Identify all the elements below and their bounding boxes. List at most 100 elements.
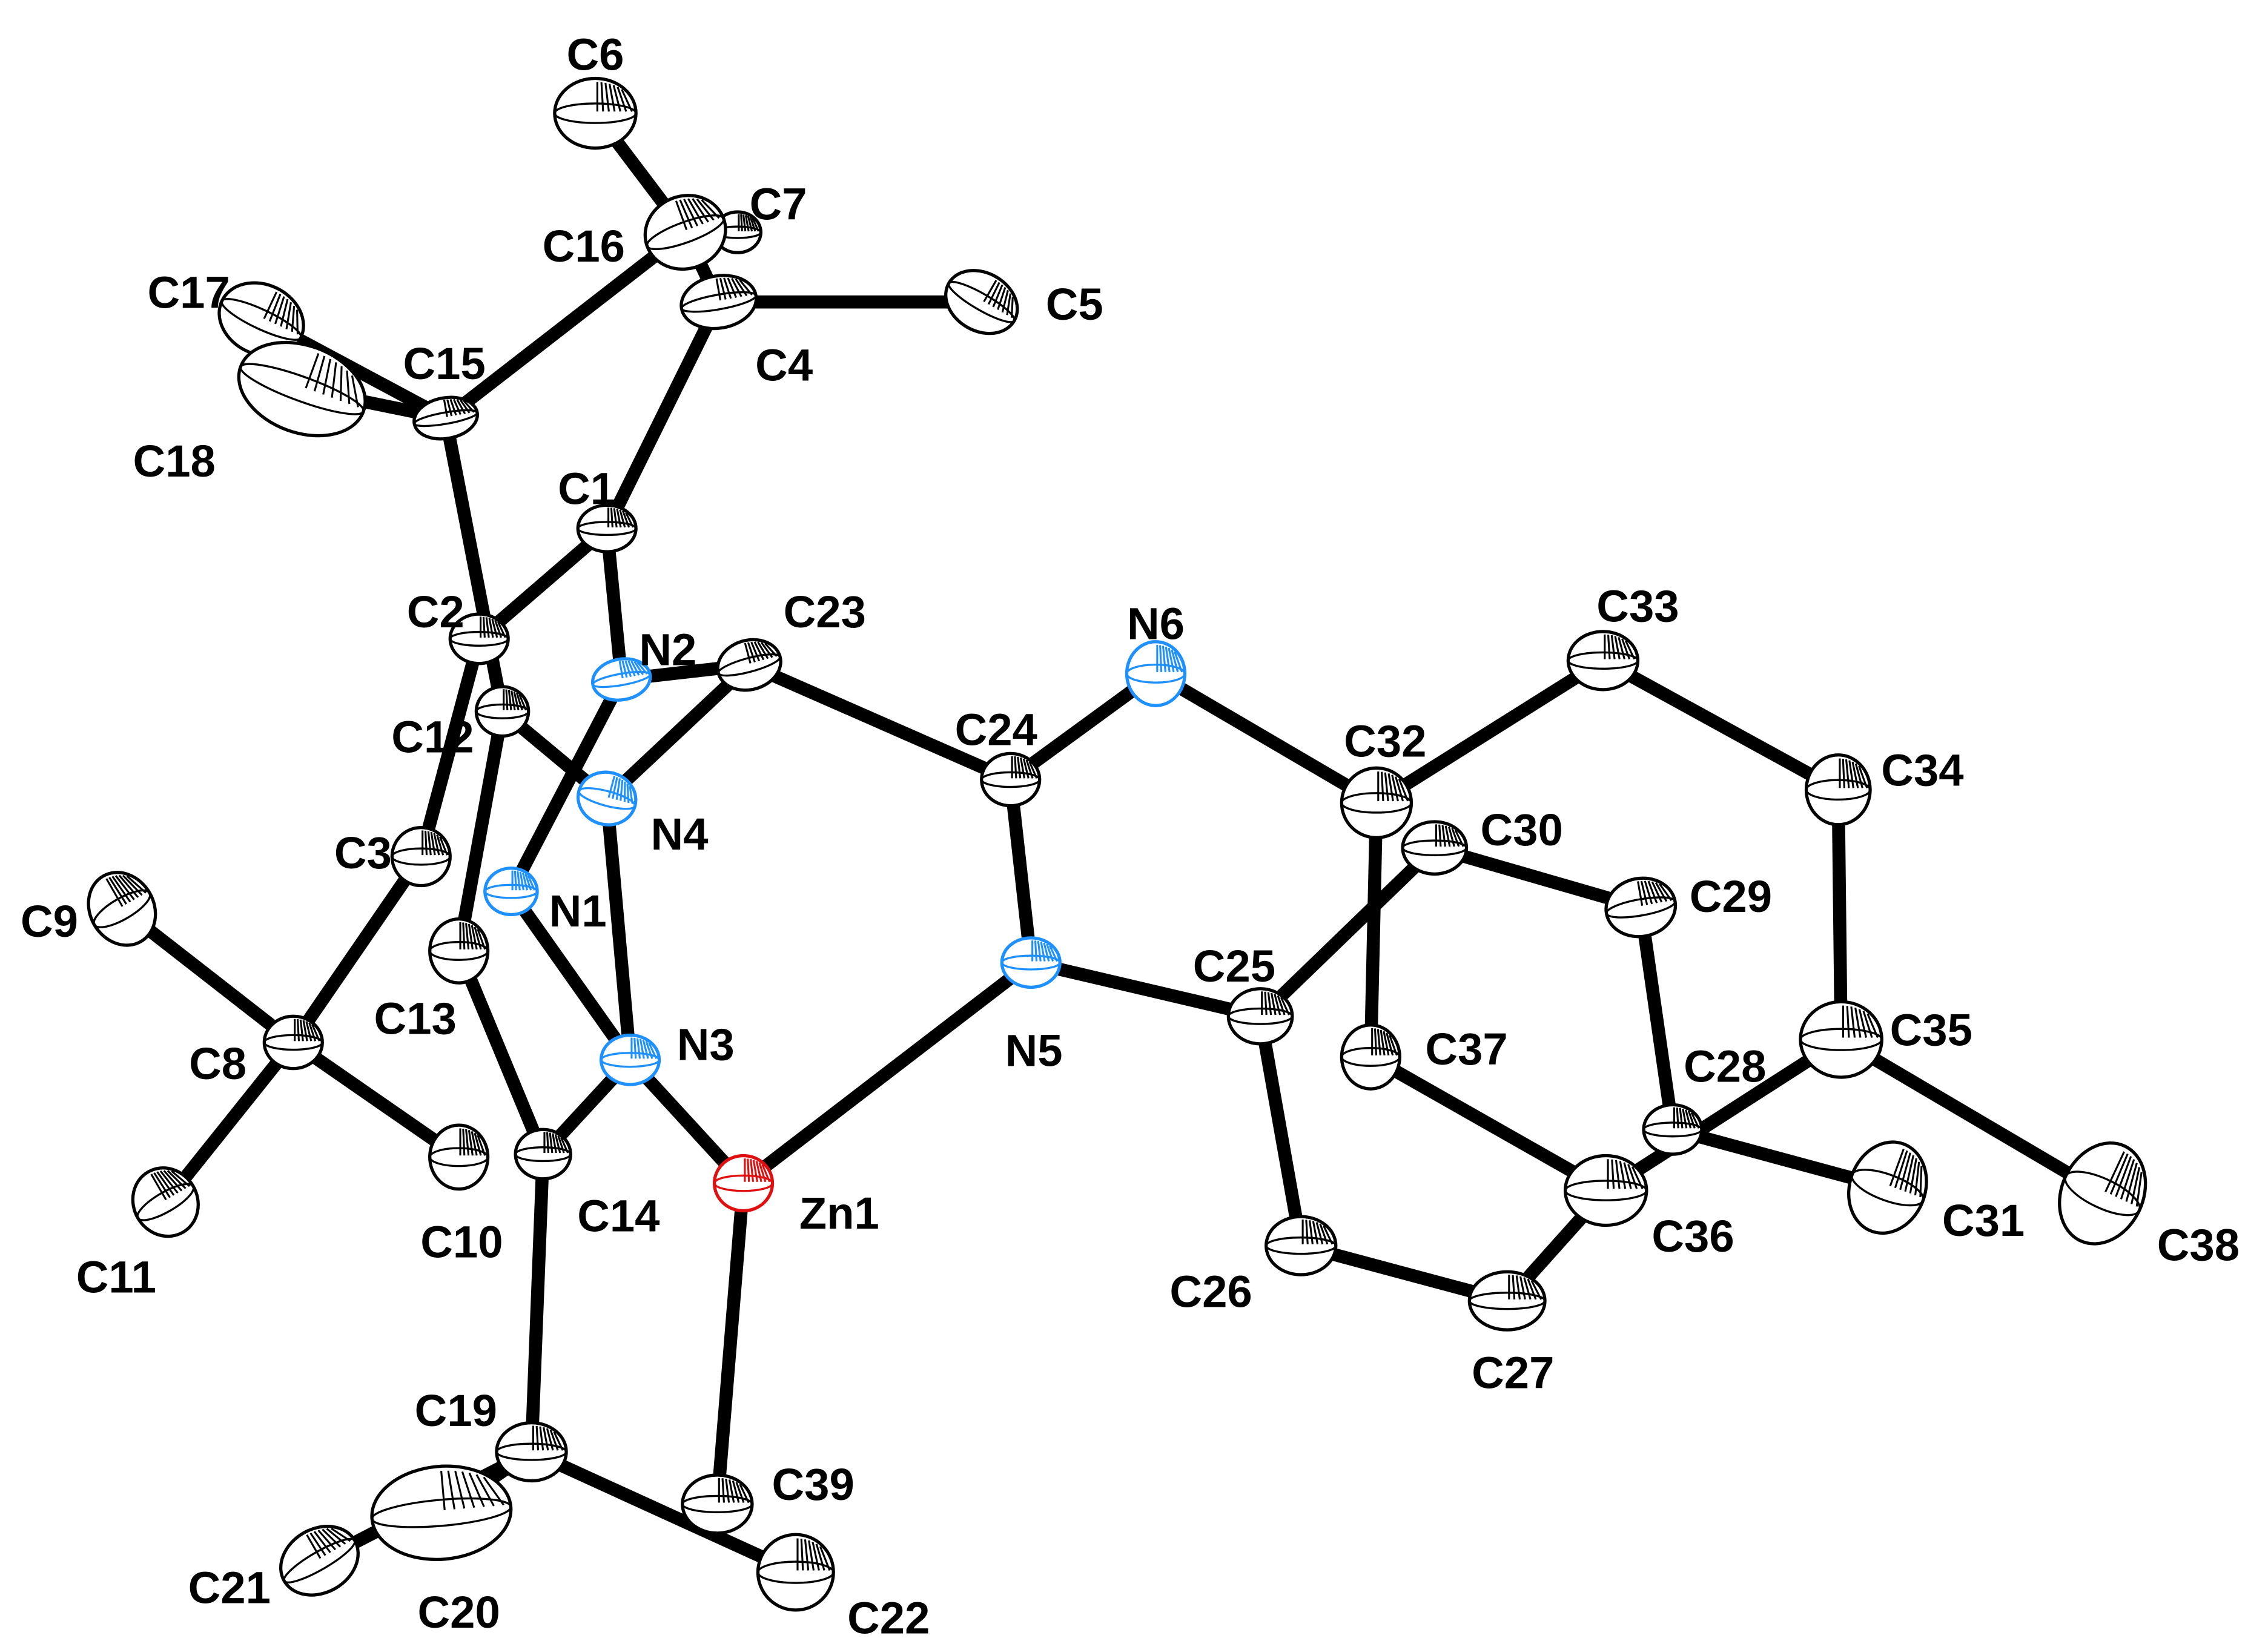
- bond-zn1-c39: [710, 1177, 750, 1511]
- label-n6: N6: [1127, 598, 1185, 649]
- bond-n1-n3: [504, 885, 637, 1067]
- atom-c13: [428, 917, 490, 985]
- atom-n5: [1000, 936, 1062, 989]
- atom-n3: [599, 1033, 661, 1086]
- label-c16: C16: [543, 221, 625, 271]
- atom-c39: [681, 1473, 754, 1535]
- atom-n4: [576, 770, 638, 827]
- atom-c29: [1604, 876, 1678, 939]
- atom-c15: [412, 395, 479, 441]
- bond-n4-n3: [600, 791, 637, 1067]
- label-n5: N5: [1005, 1025, 1063, 1075]
- label-c36: C36: [1651, 1211, 1734, 1261]
- atom-n6: [1125, 640, 1187, 707]
- bond-c3-c8: [286, 850, 428, 1049]
- label-c1: C1: [558, 463, 615, 513]
- bond-c13-c14: [452, 944, 550, 1161]
- atom-c38: [2058, 1141, 2147, 1246]
- label-c39: C39: [772, 1459, 854, 1510]
- atom-c6: [553, 76, 638, 150]
- label-c21: C21: [188, 1562, 271, 1613]
- label-n3: N3: [677, 1020, 735, 1070]
- bond-c35-c36: [1599, 1032, 1848, 1197]
- atom-c19: [495, 1421, 568, 1483]
- bond-c8-c10: [286, 1035, 466, 1164]
- label-c22: C22: [847, 1593, 930, 1638]
- atom-c22: [756, 1533, 835, 1612]
- atom-c28: [1642, 1103, 1704, 1156]
- bond-c8-c11: [159, 1035, 300, 1209]
- bond-zn1-n5: [736, 956, 1038, 1190]
- label-n4: N4: [651, 809, 709, 859]
- atom-c3: [390, 825, 452, 888]
- atom-c18: [237, 340, 367, 438]
- bond-c35-c38: [1834, 1032, 2109, 1200]
- label-c29: C29: [1690, 871, 1772, 922]
- label-c30: C30: [1480, 805, 1562, 855]
- atom-c34: [1804, 753, 1872, 827]
- atom-n2: [590, 657, 652, 702]
- label-c31: C31: [1942, 1195, 2025, 1246]
- label-c3: C3: [334, 828, 392, 878]
- label-c17: C17: [148, 268, 230, 318]
- label-c9: C9: [21, 896, 78, 946]
- bond-c2-c3: [414, 632, 486, 863]
- label-c7: C7: [750, 179, 807, 229]
- bond-c36-c37: [1364, 1050, 1613, 1197]
- atom-c30: [1401, 820, 1469, 876]
- label-n2: N2: [639, 625, 696, 675]
- atom-c2: [448, 612, 510, 665]
- atoms-layer: [87, 76, 2147, 1612]
- label-c12: C12: [391, 712, 474, 762]
- bond-c34-c35: [1831, 783, 1848, 1046]
- bond-c25-c26: [1254, 1009, 1308, 1252]
- atom-c4: [679, 274, 758, 331]
- bond-c14-c19: [524, 1147, 550, 1459]
- bond-c25-c30: [1254, 841, 1441, 1023]
- atom-c33: [1566, 630, 1640, 692]
- label-c26: C26: [1169, 1266, 1252, 1316]
- bond-c23-n4: [600, 658, 756, 805]
- atom-c14: [514, 1128, 572, 1181]
- atom-c24: [980, 751, 1042, 808]
- atom-c9: [87, 871, 157, 947]
- bond-c24-n5: [1003, 773, 1038, 969]
- label-c24: C24: [955, 704, 1037, 754]
- bond-c29-c28: [1634, 900, 1679, 1137]
- label-c33: C33: [1596, 581, 1679, 632]
- label-c11: C11: [76, 1252, 156, 1302]
- atom-c16: [643, 194, 727, 271]
- atom-c8: [262, 1014, 324, 1071]
- label-c25: C25: [1193, 941, 1275, 991]
- atom-c32: [1340, 766, 1413, 840]
- bond-c4-c1: [600, 295, 726, 535]
- atom-c27: [1467, 1270, 1547, 1332]
- atom-c23: [716, 638, 782, 692]
- atom-c35: [1799, 1000, 1883, 1079]
- label-c8: C8: [189, 1038, 246, 1089]
- label-c14: C14: [577, 1191, 660, 1241]
- label-c37: C37: [1425, 1024, 1507, 1074]
- bond-c33-c34: [1596, 654, 1845, 797]
- label-c35: C35: [1890, 1005, 1972, 1055]
- atom-c11: [131, 1166, 200, 1238]
- atom-c25: [1226, 987, 1294, 1046]
- atom-c12: [474, 685, 531, 738]
- label-c27: C27: [1472, 1348, 1554, 1398]
- label-c13: C13: [374, 994, 457, 1044]
- bond-c15-c12: [439, 411, 509, 718]
- atom-c26: [1265, 1215, 1338, 1276]
- label-c28: C28: [1684, 1042, 1766, 1092]
- label-c6: C6: [567, 30, 624, 80]
- bond-n2-n1: [504, 673, 628, 898]
- bond-c12-c13: [452, 705, 509, 958]
- atom-c10: [428, 1123, 490, 1191]
- label-c2: C2: [407, 587, 465, 637]
- label-c5: C5: [1046, 279, 1103, 329]
- atom-c36: [1563, 1154, 1648, 1227]
- bond-c32-c33: [1370, 654, 1610, 810]
- bond-c16-c15: [439, 225, 692, 425]
- label-c10: C10: [420, 1217, 503, 1267]
